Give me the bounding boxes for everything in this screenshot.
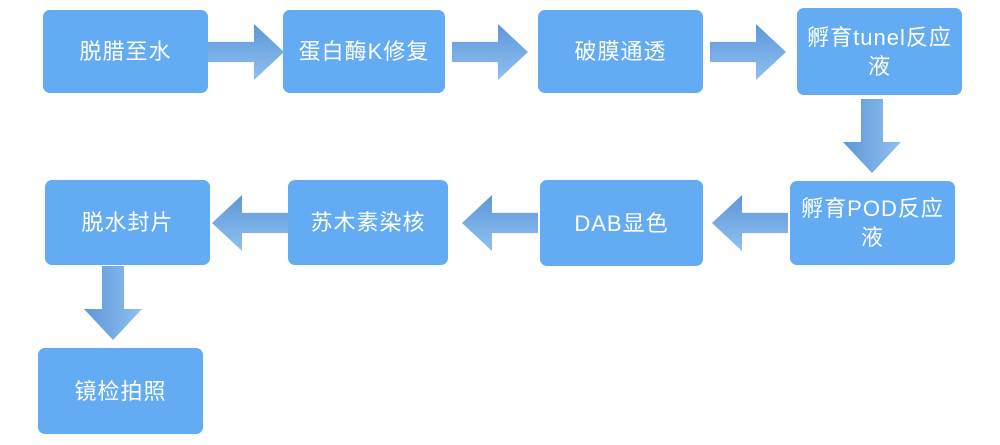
flow-step-4-box: 孵育tunel反应液 [797,8,962,95]
flow-arrow-down-1 [843,99,901,173]
flow-arrow-left-1 [712,195,788,251]
flow-step-3-box: 破膜通透 [538,10,703,93]
flow-arrow-down-2 [84,266,142,340]
flow-step-6-box: DAB显色 [540,180,703,266]
flow-arrow-right-1 [208,24,284,80]
flow-step-8-box: 脱水封片 [45,180,210,265]
flow-step-1-box: 脱腊至水 [43,10,208,93]
flow-arrow-right-2 [452,24,528,80]
flow-arrow-right-3 [710,24,786,80]
flow-step-5-box: 孵育POD反应液 [790,181,955,265]
flow-arrow-left-3 [212,195,288,251]
flow-arrow-left-2 [462,195,538,251]
flow-step-9-box: 镜检拍照 [38,348,203,434]
flow-step-7-box: 苏木素染核 [288,180,448,265]
flow-step-2-box: 蛋白酶K修复 [283,10,445,93]
